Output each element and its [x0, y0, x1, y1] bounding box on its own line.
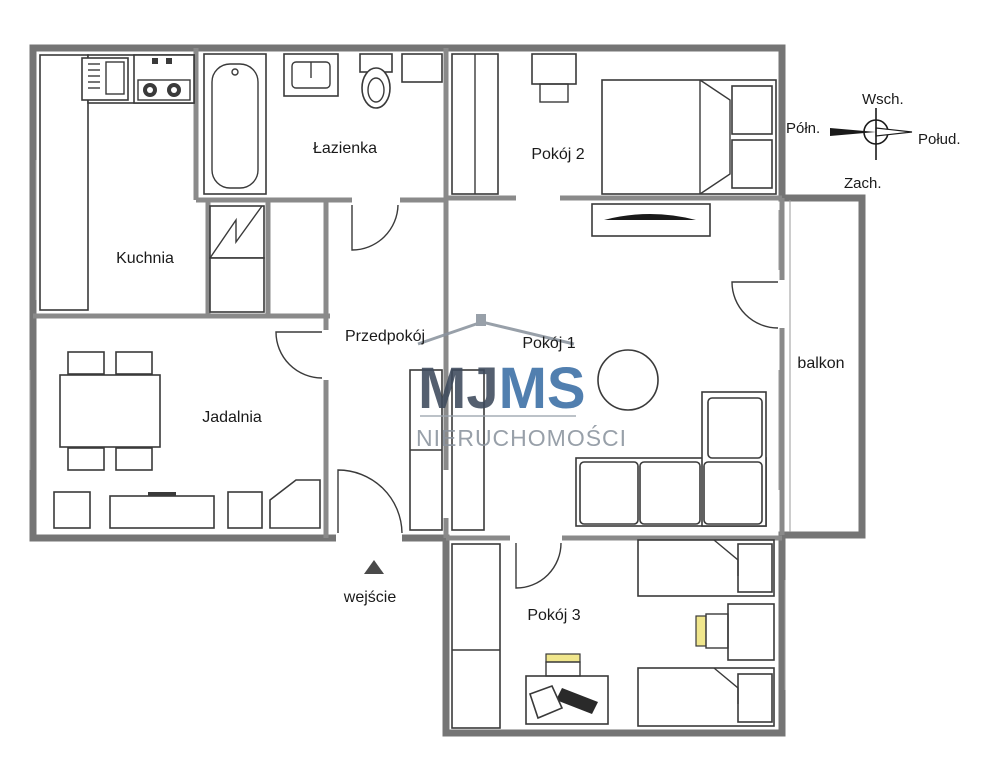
door-openings — [322, 196, 787, 543]
watermark-tagline: NIERUCHOMOŚCI — [416, 424, 627, 451]
room2-furniture — [451, 53, 777, 195]
room-label-pokoj2: Pokój 2 — [531, 146, 584, 163]
watermark-brand-right: MS — [499, 356, 586, 421]
room-labels: Łazienka Pokój 2 Kuchnia Przedpokój Pokó… — [116, 140, 844, 624]
compass-north: Półn. — [786, 120, 820, 137]
room-label-kuchnia: Kuchnia — [116, 250, 174, 267]
room-label-balkon: balkon — [797, 355, 844, 372]
interior-walls — [33, 48, 785, 541]
watermark-logo: MJMS NIERUCHOMOŚCI — [416, 314, 627, 451]
windows — [29, 160, 786, 690]
door-swings — [275, 204, 779, 589]
room3-furniture — [451, 539, 775, 729]
room-label-lazienka: Łazienka — [313, 140, 377, 157]
bathroom-fixtures — [203, 53, 443, 195]
entrance-label: wejście — [343, 589, 397, 606]
entrance-arrow-icon — [364, 560, 384, 574]
compass: Wsch. Półn. Połud. Zach. — [786, 91, 961, 192]
outer-walls — [29, 44, 866, 737]
watermark-brand-left: MJ — [418, 356, 499, 421]
room-label-przedpokoj: Przedpokój — [345, 328, 425, 345]
compass-west: Zach. — [844, 175, 882, 192]
svg-text:MJMS: MJMS — [418, 356, 586, 421]
kitchen-furniture — [39, 54, 195, 311]
room-label-pokoj3: Pokój 3 — [527, 607, 580, 624]
room-label-jadalnia: Jadalnia — [202, 409, 262, 426]
room1-furniture — [451, 203, 767, 531]
hall-closets — [209, 205, 443, 531]
compass-east: Wsch. — [862, 91, 904, 108]
compass-south: Połud. — [918, 131, 961, 148]
room-label-pokoj1: Pokój 1 — [522, 335, 575, 352]
dining-furniture — [53, 351, 321, 529]
